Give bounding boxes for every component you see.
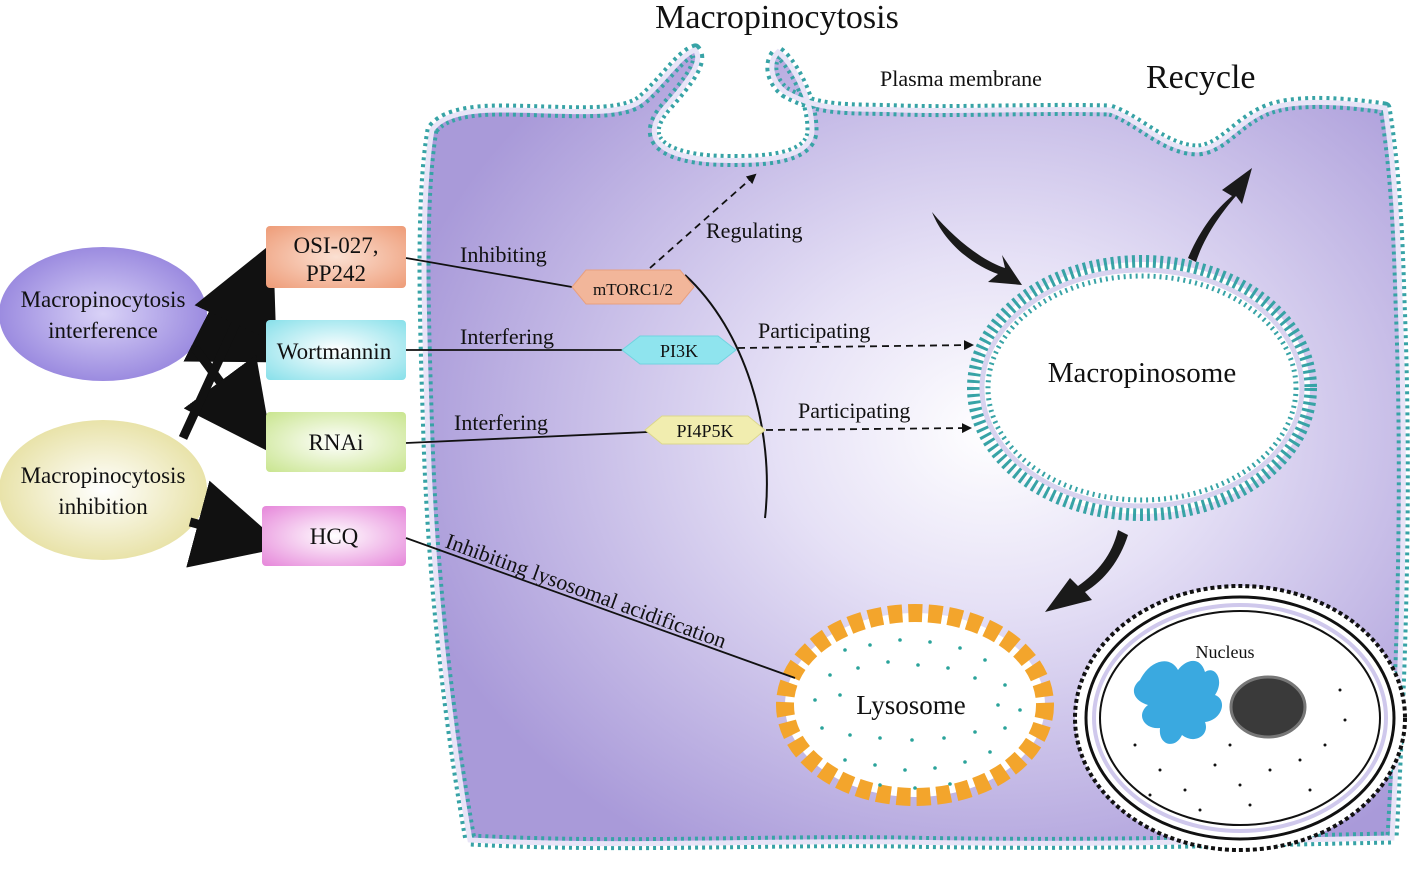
macropinosome: Macropinosome	[967, 255, 1317, 521]
plasma-membrane-label: Plasma membrane	[880, 66, 1042, 91]
hcq-label: HCQ	[310, 524, 359, 549]
osi-label-line2: PP242	[306, 261, 366, 286]
edge-label-inhibiting: Inhibiting	[460, 242, 547, 267]
macropinocytosis-inhibition-node: Macropinocytosis inhibition	[0, 420, 207, 560]
arrow-pi3k-macropinosome	[737, 340, 974, 351]
arrow-to-lysosome	[1045, 530, 1128, 612]
line-rnai-pi4p5k	[405, 431, 649, 444]
agent-target-lines	[405, 257, 796, 679]
agent-osi-pp242: OSI-027, PP242	[266, 226, 406, 288]
arrow-recycle	[1188, 168, 1252, 262]
diagram-title: Macropinocytosis	[655, 0, 899, 36]
target-pi3k: PI3K	[621, 335, 737, 365]
osi-label-line1: OSI-027,	[294, 233, 379, 258]
rnai-label: RNAi	[309, 430, 364, 455]
lysosome-lumen-dots	[813, 638, 1022, 790]
signalling-curve	[684, 274, 768, 519]
arrow-pi4p5k-macropinosome	[765, 423, 972, 434]
macropinocytosis-interference-node: Macropinocytosis interference	[0, 247, 207, 381]
agent-rnai: RNAi	[266, 412, 406, 472]
inhibition-label-line2: inhibition	[58, 494, 148, 519]
nucleus: Nucleus	[1073, 584, 1407, 852]
line-osi-mtorc	[405, 257, 573, 288]
lysosome: Lysosome	[776, 604, 1054, 806]
pi4p5k-label: PI4P5K	[676, 421, 733, 441]
edge-label-interfering-pi4p5k: Interfering	[454, 410, 548, 435]
target-mtorc: mTORC1/2	[571, 269, 695, 305]
nucleoplasm-dots	[1133, 688, 1347, 812]
target-pi4p5k: PI4P5K	[644, 415, 766, 445]
nucleolus	[1229, 675, 1307, 739]
wortmannin-label: Wortmannin	[277, 339, 392, 364]
arrow-inhibition-hcq	[186, 480, 285, 568]
dashed-arrows	[649, 173, 974, 434]
chromatin	[1133, 660, 1223, 744]
interference-label-line1: Macropinocytosis	[21, 287, 186, 312]
agent-wortmannin: Wortmannin	[266, 320, 406, 380]
arrow-into-macropinosome	[932, 212, 1022, 285]
mtorc-label: mTORC1/2	[593, 280, 673, 299]
inhibition-label-line1: Macropinocytosis	[21, 463, 186, 488]
agent-hcq: HCQ	[262, 506, 406, 566]
strategy-arrows	[178, 242, 285, 568]
line-hcq-lysosome	[405, 537, 796, 679]
flow-arrows	[932, 168, 1252, 612]
interference-label-line2: interference	[48, 318, 158, 343]
edge-label-interfering-pi3k: Interfering	[460, 324, 554, 349]
lysosome-label: Lysosome	[856, 690, 966, 720]
pi3k-label: PI3K	[660, 341, 698, 361]
arrow-inhibition-osi	[178, 242, 277, 440]
edge-label-participating-pi3k: Participating	[758, 318, 870, 343]
edge-label-regulating: Regulating	[706, 218, 803, 243]
macropinosome-label: Macropinosome	[1048, 357, 1236, 389]
nucleus-label: Nucleus	[1196, 642, 1255, 662]
edge-label-participating-pi4p5k: Participating	[798, 398, 910, 423]
arrow-interference-rnai	[183, 345, 274, 454]
recycle-label: Recycle	[1146, 59, 1256, 96]
